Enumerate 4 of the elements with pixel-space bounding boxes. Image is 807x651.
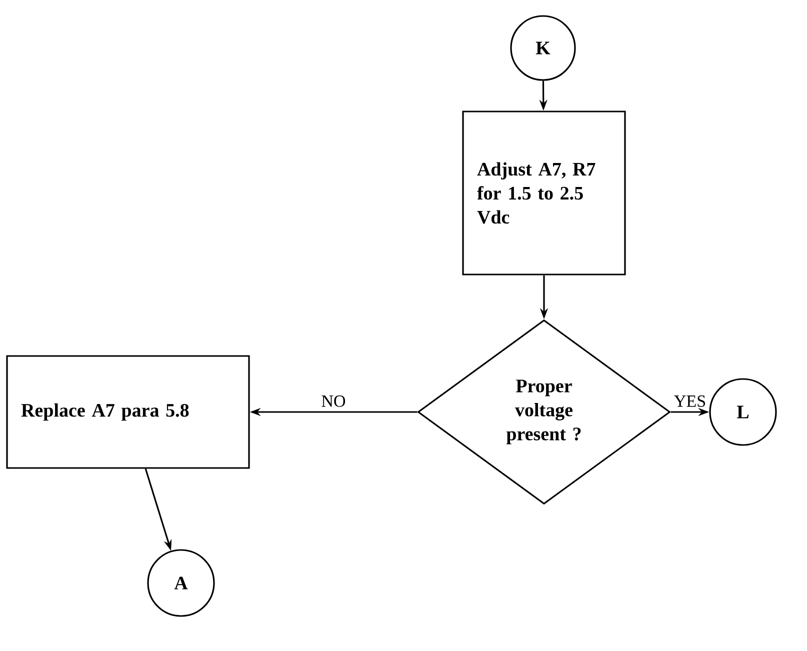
process-box: Replace A7 para 5.8	[6, 355, 250, 469]
edge-label: YES	[674, 395, 705, 407]
process-box: Adjust A7, R7 for 1.5 to 2.5 Vdc	[462, 110, 626, 276]
edge-label: NO	[322, 395, 346, 407]
